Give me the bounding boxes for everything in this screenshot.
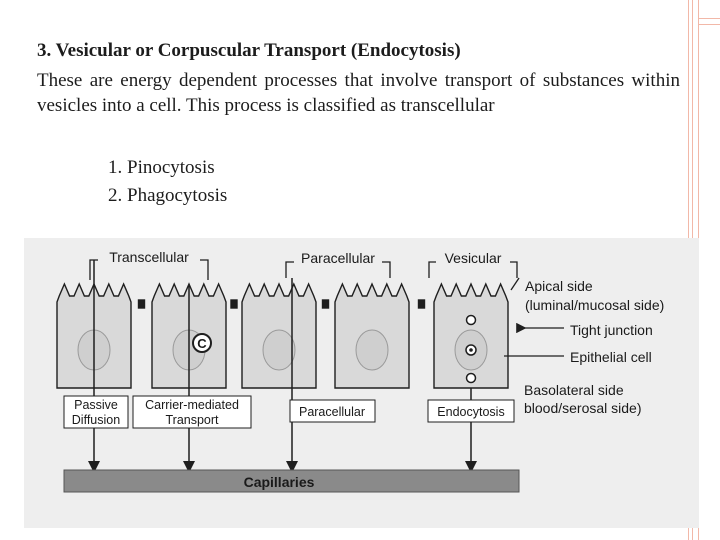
annotation-basolateral-side: Basolateral side — [524, 382, 624, 398]
header-bracket-paracellular — [285, 261, 391, 278]
tight-junction-mark — [137, 299, 146, 309]
header-paracellular: Paracellular — [301, 250, 375, 266]
annotation-epithelial-cell: Epithelial cell — [570, 349, 652, 365]
decorative-border-line — [698, 24, 720, 25]
slide-title: 3. Vesicular or Corpuscular Transport (E… — [37, 40, 461, 61]
box-paracellular-label: Paracellular — [299, 405, 365, 419]
header-bracket-vesicular — [428, 261, 518, 278]
annotation-tight-junction: Tight junction — [570, 322, 653, 338]
cell-nucleus — [262, 329, 296, 371]
box-passive-diffusion — [63, 395, 129, 429]
tight-junction-mark — [417, 299, 426, 309]
box-endocytosis-label: Endocytosis — [437, 405, 504, 419]
capillaries-bar — [63, 469, 520, 493]
slide-paragraph: These are energy dependent processes tha… — [37, 70, 680, 116]
vesicle-icon — [465, 314, 477, 384]
cell-nucleus — [355, 329, 389, 371]
box-carrier-mediated — [132, 395, 252, 429]
list-item-phagocytosis: 2. Phagocytosis — [108, 185, 228, 206]
annotation-apical-luminal: (luminal/mucosal side) — [525, 297, 664, 313]
carrier-protein-icon — [192, 333, 212, 353]
apical-pointer — [510, 277, 520, 291]
box-carrier-line2: Transport — [165, 413, 219, 427]
tight-junction-mark — [230, 299, 238, 309]
box-passive-line1: Passive — [74, 398, 118, 412]
capillaries-label: Capillaries — [244, 474, 315, 490]
box-paracellular — [289, 399, 376, 423]
box-passive-line2: Diffusion — [72, 413, 120, 427]
tight-junction-mark — [321, 299, 330, 309]
annotation-basolateral-blood: blood/serosal side) — [524, 400, 642, 416]
header-vesicular: Vesicular — [445, 250, 502, 266]
list-item-pinocytosis: 1. Pinocytosis — [108, 157, 215, 178]
box-endocytosis — [427, 399, 515, 423]
annotation-apical-side: Apical side — [525, 278, 593, 294]
carrier-symbol: C — [197, 336, 207, 351]
header-transcellular: Transcellular — [109, 249, 189, 265]
box-carrier-line1: Carrier-mediated — [145, 398, 239, 412]
transport-diagram: Transcellular Paracellular Vesicular C A… — [24, 238, 699, 528]
header-bracket-transcellular — [89, 259, 209, 280]
decorative-border-line — [698, 18, 720, 19]
